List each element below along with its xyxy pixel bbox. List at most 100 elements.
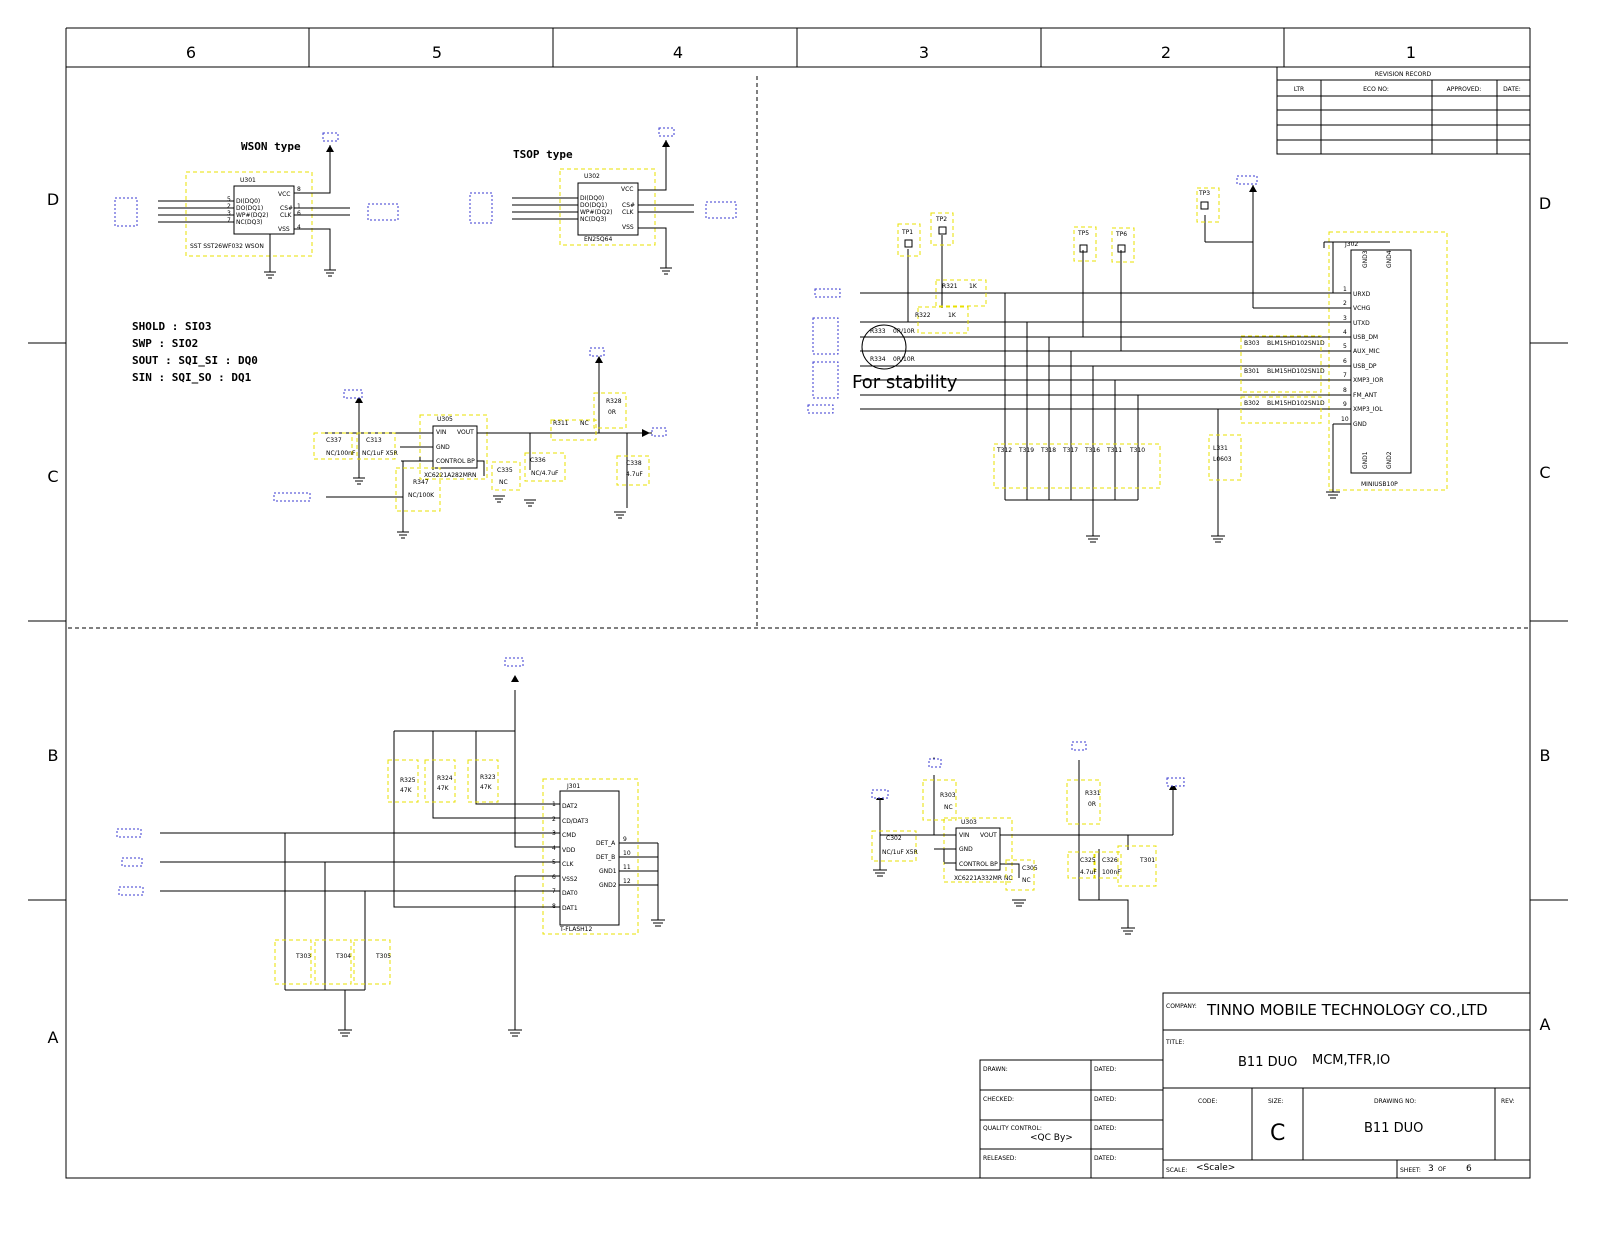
r347-ref: R347 — [413, 479, 429, 486]
r321-val: 1K — [969, 283, 978, 290]
pin-label: NC(DQ3) — [580, 216, 607, 223]
pin-num: 12 — [623, 878, 631, 885]
ground-icon — [264, 271, 276, 279]
dated-label: DATED: — [1094, 1096, 1116, 1103]
ground-icon — [353, 477, 365, 485]
pin-label: CONTROL — [959, 861, 989, 868]
u301-flash-wson: WSON type U301 SST SST26WF032 WSON DI(DQ… — [158, 140, 350, 272]
tp-label: TP5 — [1077, 230, 1089, 237]
pin-label: DO(DQ1) — [580, 202, 607, 209]
tvs-ref: T310 — [1129, 447, 1145, 454]
pin-num: 9 — [1343, 401, 1347, 408]
u302-ref: U302 — [584, 173, 600, 180]
u305-part: XC6221A282MRN — [424, 472, 477, 479]
row-label: D — [1539, 194, 1551, 213]
col-label: 6 — [186, 43, 196, 62]
dated-label: DATED: — [1094, 1155, 1116, 1162]
frame — [28, 27, 1568, 1179]
r303-ref: R303 — [940, 792, 956, 799]
c338-val: 4.7uF — [626, 471, 643, 478]
row-label: A — [1540, 1015, 1551, 1034]
net-flag — [469, 192, 493, 224]
sheet-value: 3 — [1428, 1164, 1434, 1174]
rev-header: DATE: — [1503, 86, 1521, 93]
size-value: C — [1270, 1121, 1285, 1146]
pin-label: NC(DQ3) — [236, 219, 263, 226]
b302-ref: B302 — [1244, 400, 1260, 407]
tvs-ref: T311 — [1106, 447, 1122, 454]
pin-label: WP#(DQ2) — [580, 209, 612, 216]
pin-label: VIN — [436, 429, 446, 436]
pin-label: CLK — [622, 209, 635, 216]
pin-num: 10 — [1341, 416, 1349, 423]
r331-ref: R331 — [1085, 790, 1101, 797]
pin-label: GND2 — [599, 882, 617, 889]
net-flag — [589, 347, 605, 357]
title-block: COMPANY: TINNO MOBILE TECHNOLOGY CO.,LTD… — [979, 992, 1531, 1179]
net-flag — [121, 857, 143, 867]
pin-label: UTXD — [1353, 320, 1370, 327]
l331-ref: L331 — [1213, 445, 1228, 452]
ground-icon — [508, 1029, 522, 1037]
ground-icon — [614, 511, 626, 519]
pin-label: CD/DAT3 — [562, 818, 589, 825]
pin-label: GND4 — [1386, 250, 1393, 268]
u303-part: XC6221A332MR NC — [954, 875, 1013, 882]
title-label: TITLE: — [1165, 1039, 1184, 1046]
ground-symbols — [264, 267, 1340, 1037]
b303-ref: B303 — [1244, 340, 1260, 347]
row-label: C — [47, 467, 58, 486]
column-labels: 6 5 4 3 2 1 — [186, 43, 1416, 62]
j302-ref: J302 — [1344, 241, 1358, 248]
b302-val: BLM15HD102SN1D — [1267, 400, 1325, 407]
r334-val: 0R/10R — [893, 356, 915, 363]
row-label: B — [48, 746, 59, 765]
col-label: 1 — [1406, 43, 1416, 62]
pin-label: GND1 — [599, 868, 617, 875]
pin-num: 6 — [297, 210, 301, 217]
pin-label: USB_DP — [1353, 363, 1377, 370]
net-flag — [322, 132, 339, 142]
tvs-ref: T318 — [1040, 447, 1056, 454]
j301-tflash: J301 T-FLASH12 DAT2 CD/DAT3 CMD VDD CLK … — [160, 675, 659, 1030]
pin-num: 5 — [227, 196, 231, 203]
pin-label: BP — [990, 861, 998, 868]
u305-ldo: U305 XC6221A282MRN VIN GND CONTROL VOUT … — [313, 356, 657, 532]
net-flag — [118, 886, 144, 896]
pin-label: DAT1 — [562, 905, 578, 912]
pin-label: GND2 — [1386, 451, 1393, 469]
r322-val: 1K — [948, 312, 957, 319]
pin-num: 7 — [1343, 372, 1347, 379]
net-flag — [871, 789, 889, 799]
pin-note: SOUT : SQI_SI : DQ0 — [132, 354, 258, 367]
j301-part: T-FLASH12 — [559, 926, 592, 933]
scale-label: SCALE: — [1166, 1167, 1187, 1174]
ground-icon — [1326, 491, 1340, 499]
pin-label: XMP3_IOL — [1353, 406, 1383, 413]
u301-ref: U301 — [240, 177, 256, 184]
l331-val: L0603 — [1213, 456, 1232, 463]
pin-label: XMP3_IOR — [1353, 377, 1383, 384]
pin-label: VSS — [278, 226, 290, 233]
col-label: 2 — [1161, 43, 1171, 62]
net-flag — [273, 492, 311, 502]
qc-label: QUALITY CONTROL: — [983, 1125, 1042, 1132]
pin-num: 9 — [623, 836, 627, 843]
net-flag — [807, 404, 834, 414]
pin-note: SIN : SQI_SO : DQ1 — [132, 371, 252, 384]
b301-ref: B301 — [1244, 368, 1260, 375]
r325-val: 47K — [400, 787, 413, 794]
net-flags — [114, 127, 1258, 896]
net-flag — [1236, 175, 1258, 185]
net-flag — [367, 203, 399, 221]
r334-ref: R334 — [870, 356, 886, 363]
c335-val: NC — [499, 479, 508, 486]
pin-label: GND — [436, 444, 450, 451]
net-flag — [116, 828, 142, 838]
r324-val: 47K — [437, 785, 450, 792]
pin-label: VCHG — [1353, 305, 1371, 312]
pin-note: SWP : SIO2 — [132, 337, 198, 350]
pin-label: DET_B — [596, 854, 615, 861]
pin-num: 7 — [227, 217, 231, 224]
